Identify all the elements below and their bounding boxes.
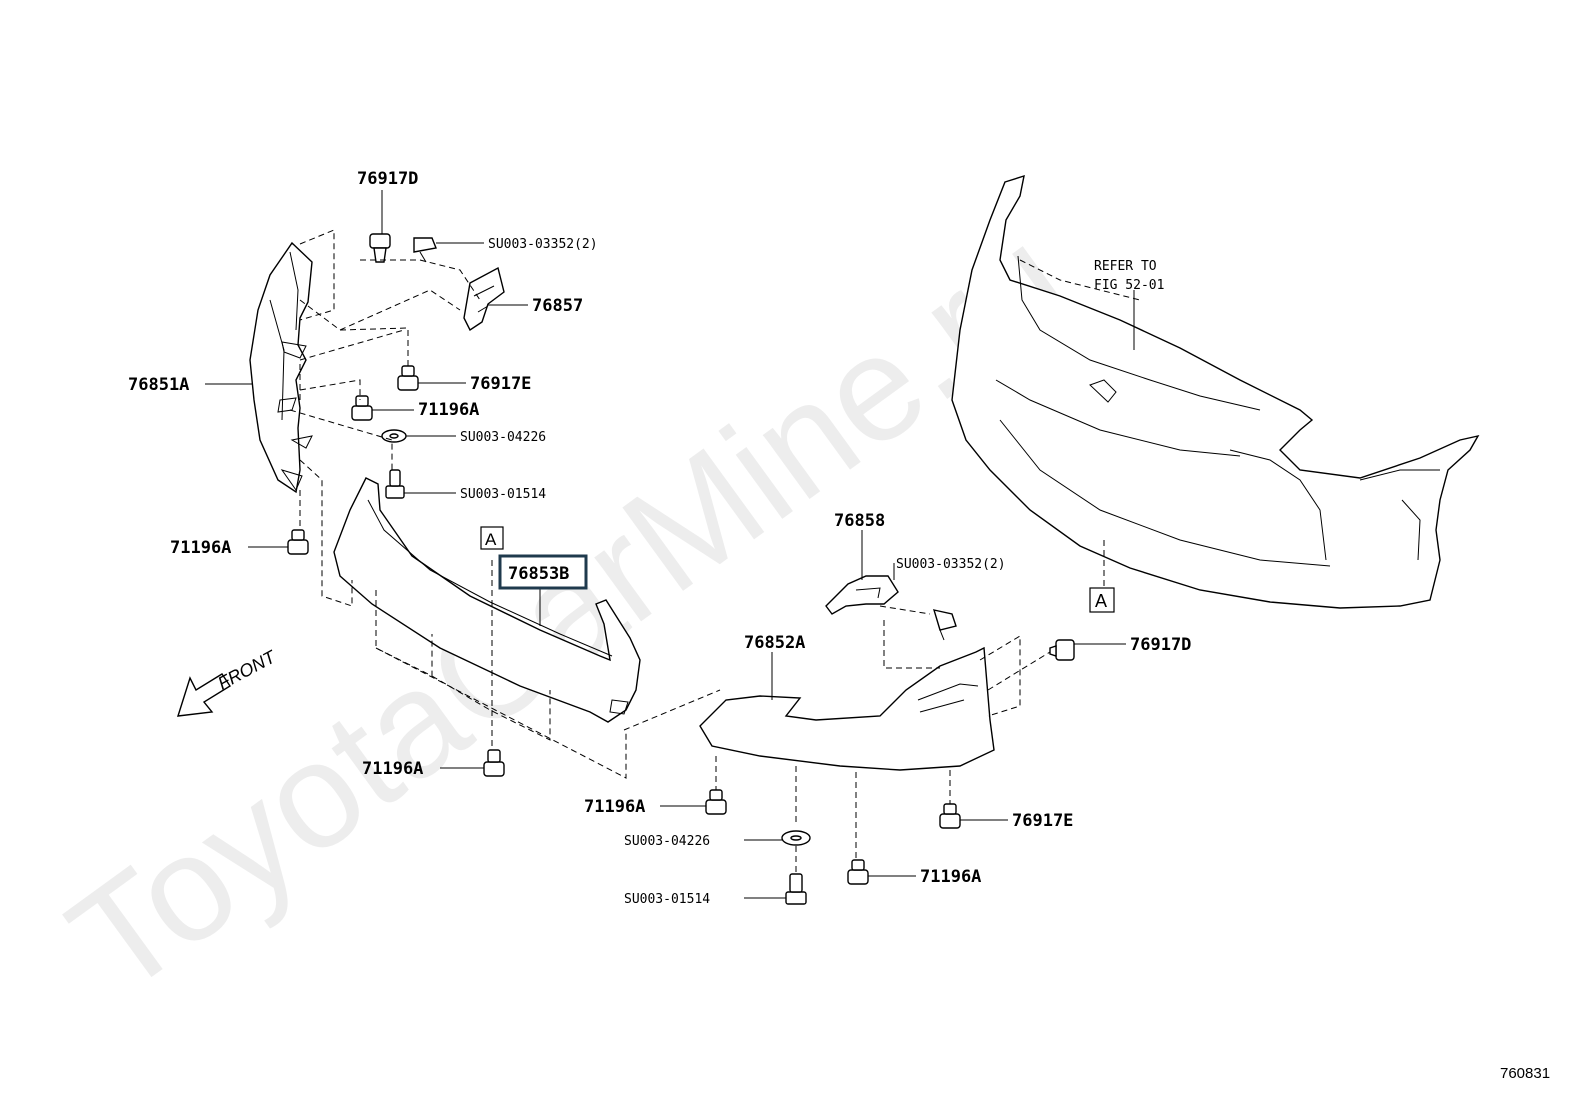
label-71196A-left: 71196A — [170, 538, 231, 558]
label-71196A-upper: 71196A — [418, 400, 479, 420]
label-76858: 76858 — [834, 511, 885, 531]
lower-spoiler-76853B — [333, 477, 641, 723]
label-SU003-03352-top: SU003-03352(2) — [488, 237, 598, 252]
label-76917D-top: 76917D — [357, 169, 418, 189]
svg-text:A: A — [1095, 591, 1107, 611]
label-76851A: 76851A — [128, 375, 189, 395]
fastener-76917E-left — [397, 365, 419, 391]
label-71196A-lower-left: 71196A — [362, 759, 423, 779]
reference-line1: REFER TO — [1094, 259, 1157, 274]
label-71196A-right: 71196A — [920, 867, 981, 887]
bracket-76858 — [825, 575, 899, 615]
leader-lines — [205, 190, 1135, 899]
front-direction-indicator: FRONT — [177, 646, 280, 717]
label-SU003-04226-upper: SU003-04226 — [460, 430, 546, 445]
front-label: FRONT — [214, 646, 280, 694]
fastener-screw-03352-top — [413, 237, 437, 263]
fastener-71196A-lower-left — [483, 749, 505, 777]
screw-03352-right — [932, 609, 957, 641]
svg-text:A: A — [485, 530, 497, 549]
label-SU003-01514-upper: SU003-01514 — [460, 487, 546, 502]
washer-04226-upper — [381, 429, 407, 443]
fastener-71196A-right — [847, 859, 869, 885]
fastener-76917E-right — [939, 803, 961, 829]
marker-A-right: A — [1089, 587, 1115, 613]
bolt-01514-lower — [785, 873, 807, 905]
label-76852A: 76852A — [744, 633, 805, 653]
front-bumper-cover — [951, 174, 1480, 609]
label-SU003-01514-lower: SU003-01514 — [624, 892, 710, 907]
figure-number: 760831 — [1500, 1065, 1550, 1082]
bracket-76857 — [463, 266, 505, 332]
assembly-guide-lines — [289, 229, 1141, 874]
lower-spoiler-76852A — [699, 646, 995, 771]
left-side-panel — [249, 241, 313, 494]
fastener-clip-76917D-top — [369, 233, 391, 263]
label-76853B[interactable]: 76853B — [508, 564, 569, 584]
label-71196A-lower-mid: 71196A — [584, 797, 645, 817]
fastener-71196A-left — [287, 529, 309, 555]
label-SU003-03352-right: SU003-03352(2) — [896, 557, 1006, 572]
highlighted-part-76853B[interactable]: 76853B — [498, 554, 588, 590]
label-76917E-right: 76917E — [1012, 811, 1073, 831]
reference-line2: FIG 52-01 — [1094, 278, 1164, 293]
washer-04226-lower — [781, 830, 811, 846]
part-labels: 76917D SU003-03352(2) 76857 76851A 76917… — [128, 169, 1191, 907]
watermark: ToyotaCarMine.ru — [40, 194, 1096, 1026]
label-76917E-left: 76917E — [470, 374, 531, 394]
label-SU003-04226-lower: SU003-04226 — [624, 834, 710, 849]
label-76917D-right: 76917D — [1130, 635, 1191, 655]
fastener-76917D-right — [1049, 639, 1075, 661]
label-76857: 76857 — [532, 296, 583, 316]
fastener-71196A-lower-mid — [705, 789, 727, 815]
marker-A-left: A — [480, 526, 504, 550]
fastener-71196A-upper — [351, 395, 373, 421]
bolt-01514-upper — [385, 469, 405, 499]
